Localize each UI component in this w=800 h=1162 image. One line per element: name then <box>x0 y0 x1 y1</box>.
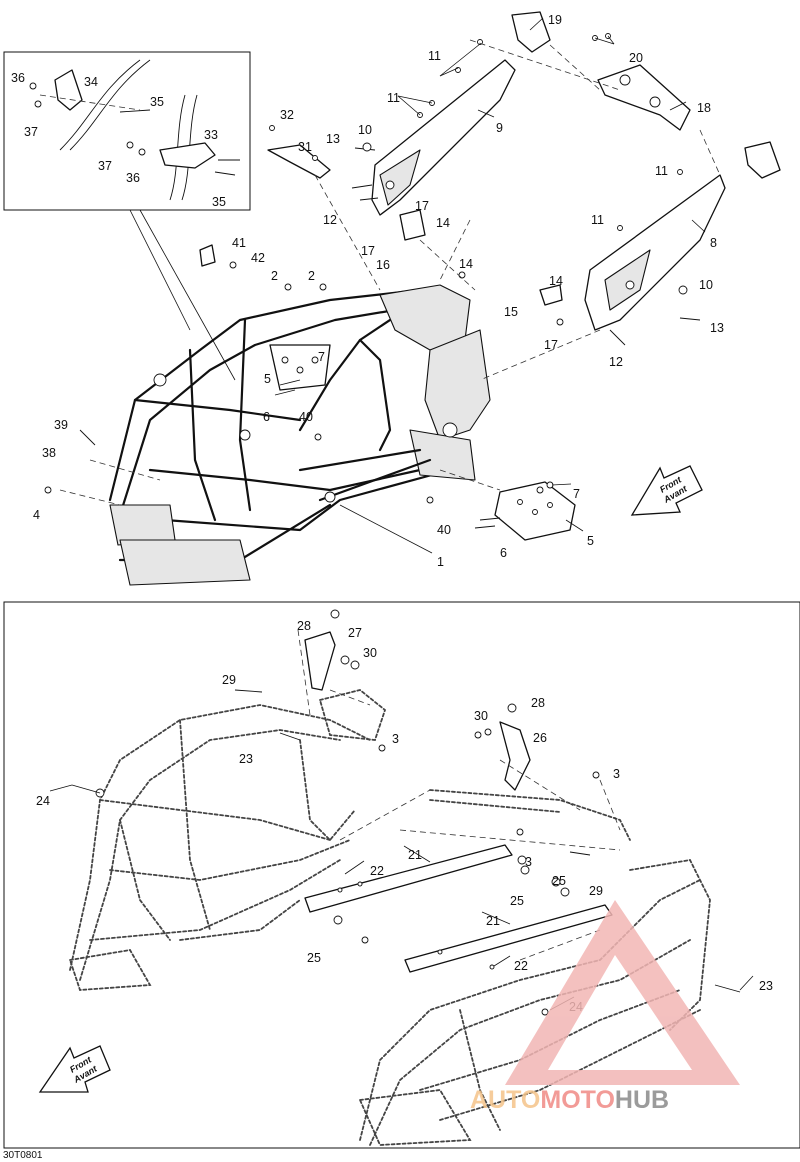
callout-10: 10 <box>699 278 713 292</box>
callout-14: 14 <box>549 274 563 288</box>
detail-inset-box <box>3 51 251 211</box>
callout-5: 5 <box>587 534 594 548</box>
callout-24: 24 <box>36 794 50 808</box>
callout-35: 35 <box>212 195 226 209</box>
callout-7: 7 <box>318 350 325 364</box>
assembly-lines-top <box>59 39 721 506</box>
callout-13: 13 <box>710 321 724 335</box>
callout-10: 10 <box>358 123 372 137</box>
callout-25: 25 <box>307 951 321 965</box>
callout-27: 27 <box>348 626 362 640</box>
callout-18: 18 <box>697 101 711 115</box>
fasteners-bottom <box>71 609 741 1016</box>
callout-17: 17 <box>415 199 429 213</box>
assembly-lines-bottom <box>297 629 621 961</box>
callout-40: 40 <box>299 410 313 424</box>
callout-23: 23 <box>239 752 253 766</box>
inset-detail-drawing <box>29 59 240 201</box>
callout-23: 23 <box>759 979 773 993</box>
callout-3: 3 <box>525 855 532 869</box>
callout-2: 2 <box>271 269 278 283</box>
front-arrow-top: Front Avant <box>630 465 703 516</box>
callout-9: 9 <box>496 121 503 135</box>
callout-22: 22 <box>370 864 384 878</box>
callout-11: 11 <box>387 91 400 105</box>
bracket-18 <box>597 64 691 131</box>
callout-30: 30 <box>474 709 488 723</box>
callout-38: 38 <box>42 446 56 460</box>
lower-view-box <box>3 601 800 1149</box>
svg-text:AUTOMOTOHUB: AUTOMOTOHUB <box>470 1086 669 1114</box>
callout-15: 15 <box>504 305 518 319</box>
callout-37: 37 <box>98 159 112 173</box>
callout-5: 5 <box>264 372 271 386</box>
callout-14: 14 <box>459 257 473 271</box>
callout-29: 29 <box>222 673 236 687</box>
callout-12: 12 <box>609 355 623 369</box>
callout-37: 37 <box>24 125 38 139</box>
bracket-31 <box>267 144 331 179</box>
callout-16: 16 <box>376 258 390 272</box>
callout-32: 32 <box>280 108 294 122</box>
bolts-top <box>44 33 701 529</box>
callout-25: 25 <box>552 874 566 888</box>
callout-42: 42 <box>251 251 265 265</box>
callout-11: 11 <box>428 49 441 63</box>
watermark-logo: AUTOMOTOHUB <box>470 900 740 1114</box>
callout-40: 40 <box>437 523 451 537</box>
watermark-moto: MOTO <box>540 1086 615 1114</box>
callout-31: 31 <box>298 140 312 154</box>
callout-36: 36 <box>126 171 140 185</box>
callout-20: 20 <box>629 51 643 65</box>
callout-2: 2 <box>308 269 315 283</box>
lower-exploded-view: Front Avant <box>38 609 741 1146</box>
callout-30: 30 <box>363 646 377 660</box>
callout-28: 28 <box>531 696 545 710</box>
callout-21: 21 <box>408 848 422 862</box>
callout-13: 13 <box>326 132 340 146</box>
callout-17: 17 <box>544 338 558 352</box>
callout-26: 26 <box>533 731 547 745</box>
upper-exploded-view: Front Avant <box>3 11 781 586</box>
callout-33: 33 <box>204 128 218 142</box>
callout-17: 17 <box>361 244 375 258</box>
front-arrow-bottom: Front Avant <box>38 1045 111 1093</box>
watermark-triangle-icon <box>505 900 740 1085</box>
main-frame <box>108 284 491 586</box>
callout-34: 34 <box>84 75 98 89</box>
callout-12: 12 <box>323 213 337 227</box>
left-frame-half <box>68 689 387 991</box>
watermark-auto: AUTO <box>470 1086 540 1114</box>
callout-29: 29 <box>589 884 603 898</box>
callout-28: 28 <box>297 619 311 633</box>
callout-41: 41 <box>232 236 246 250</box>
callout-19: 19 <box>548 13 562 27</box>
callout-11: 11 <box>655 164 668 178</box>
document-code: 30T0801 <box>3 1150 43 1161</box>
callout-22: 22 <box>514 959 528 973</box>
callout-7: 7 <box>573 487 580 501</box>
bracket-19 <box>511 11 551 53</box>
callout-11: 11 <box>591 213 604 227</box>
callout-21: 21 <box>486 914 500 928</box>
callout-39: 39 <box>54 418 68 432</box>
callout-4: 4 <box>33 508 40 522</box>
callout-6: 6 <box>500 546 507 560</box>
callout-6: 6 <box>263 410 270 424</box>
bracket-27 <box>304 631 336 691</box>
callout-14: 14 <box>436 216 450 230</box>
watermark-hub: HUB <box>615 1086 669 1114</box>
callout-8: 8 <box>710 236 717 250</box>
callout-3: 3 <box>392 732 399 746</box>
rail-upper <box>304 844 513 913</box>
callout-1: 1 <box>437 555 444 569</box>
callout-3: 3 <box>613 767 620 781</box>
callout-25: 25 <box>510 894 524 908</box>
callout-36: 36 <box>11 71 25 85</box>
support-right <box>584 174 726 331</box>
callout-35: 35 <box>150 95 164 109</box>
bracket-26 <box>499 721 531 791</box>
